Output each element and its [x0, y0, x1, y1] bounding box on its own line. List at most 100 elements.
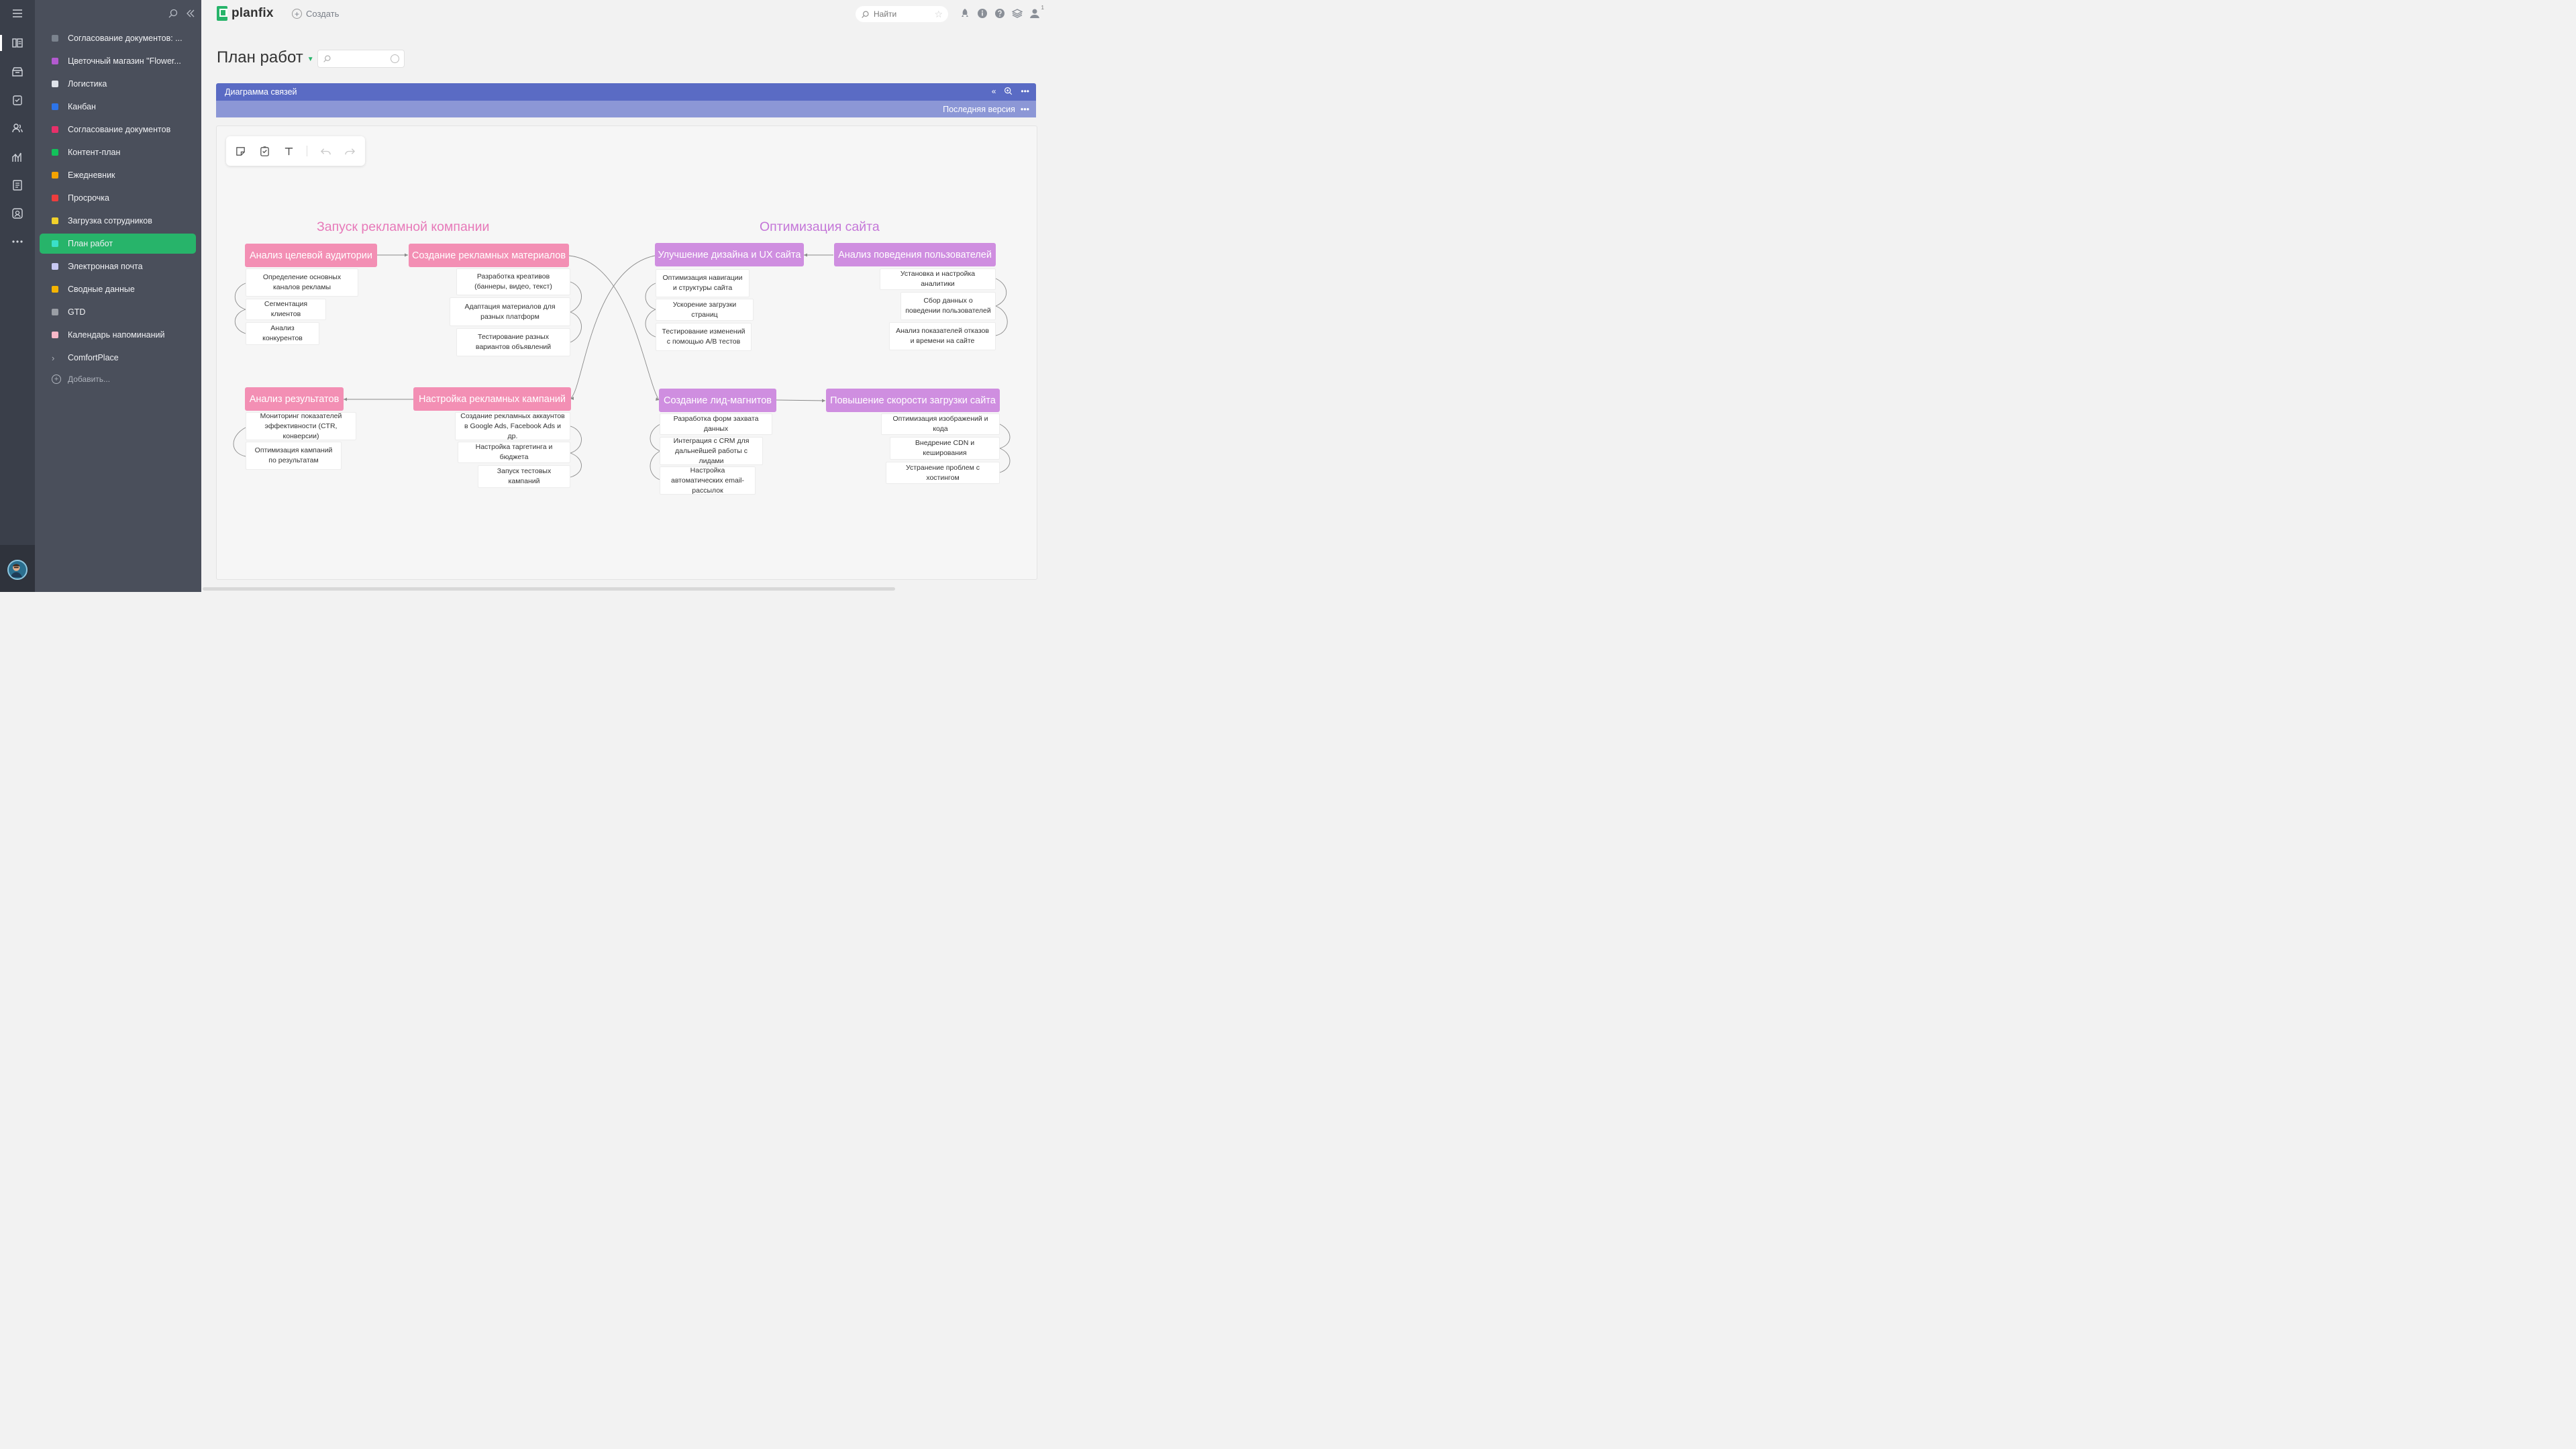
- documents-icon[interactable]: [11, 179, 24, 192]
- mindmap-canvas[interactable]: [216, 126, 1037, 580]
- inbox-icon[interactable]: [11, 65, 24, 79]
- sidebar-project[interactable]: Согласование документов: ...: [40, 28, 196, 48]
- mindmap-card[interactable]: Адаптация материалов для разных платформ: [450, 297, 570, 326]
- layers-icon[interactable]: [1011, 8, 1023, 19]
- rocket-icon[interactable]: [960, 8, 970, 19]
- mindmap-card[interactable]: Тестирование изменений с помощью A/B тес…: [656, 323, 752, 351]
- sidebar-project[interactable]: Согласование документов: [40, 119, 196, 140]
- mindmap-card[interactable]: Оптимизация кампаний по результатам: [246, 442, 342, 470]
- mindmap-node[interactable]: Улучшение дизайна и UX сайта: [655, 243, 804, 266]
- global-search-input[interactable]: Найти ☆: [856, 6, 948, 22]
- more-dots-icon[interactable]: •••: [1020, 104, 1029, 114]
- mindmap-card[interactable]: Тестирование разных вариантов объявлений: [456, 328, 570, 356]
- sidebar-project[interactable]: Канбан: [40, 97, 196, 117]
- chevron-right-icon: ›: [52, 352, 55, 363]
- mindmap-node[interactable]: Создание лид-магнитов: [659, 389, 776, 412]
- caret-down-icon[interactable]: ▼: [307, 55, 314, 63]
- undo-icon[interactable]: [319, 145, 331, 157]
- mindmap-card[interactable]: Разработка креативов (баннеры, видео, те…: [456, 268, 570, 295]
- sidebar-project-group[interactable]: ›ComfortPlace: [40, 348, 196, 368]
- mindmap-card[interactable]: Установка и настройка аналитики: [880, 268, 996, 290]
- mindmap-card[interactable]: Ускорение загрузки страниц: [656, 299, 754, 321]
- project-color-dot: [52, 126, 58, 133]
- project-label: Логистика: [68, 79, 107, 89]
- sidebar-project[interactable]: Ежедневник: [40, 165, 196, 185]
- mindmap-card[interactable]: Определение основных каналов рекламы: [246, 268, 358, 297]
- task-icon[interactable]: [258, 145, 270, 157]
- sidebar-project[interactable]: Загрузка сотрудников: [40, 211, 196, 231]
- sidebar-project[interactable]: GTD: [40, 302, 196, 322]
- mindmap-card[interactable]: Сегментация клиентов: [246, 299, 326, 320]
- create-button[interactable]: + Создать: [292, 9, 339, 19]
- search-icon[interactable]: [168, 8, 178, 22]
- version-dropdown[interactable]: Последняя версия: [943, 104, 1015, 114]
- help-icon[interactable]: [994, 8, 1005, 19]
- mindmap-node[interactable]: Анализ поведения пользователей: [834, 243, 996, 266]
- mindmap-card[interactable]: Оптимизация изображений и кода: [881, 413, 1000, 435]
- mindmap-node[interactable]: Настройка рекламных кампаний: [413, 387, 571, 411]
- user-icon[interactable]: 1: [1029, 5, 1044, 19]
- mindmap-card[interactable]: Оптимизация навигации и структуры сайта: [656, 269, 750, 297]
- mindmap-card[interactable]: Разработка форм захвата данных: [660, 413, 772, 435]
- diagram-version-bar: Последняя версия •••: [216, 101, 1036, 117]
- project-color-dot: [52, 309, 58, 315]
- redo-icon[interactable]: [344, 145, 356, 157]
- more-dots-icon[interactable]: •••: [1021, 87, 1029, 96]
- more-icon[interactable]: [11, 235, 24, 248]
- mindmap-card[interactable]: Мониторинг показателей эффективности (CT…: [246, 412, 356, 440]
- menu-icon[interactable]: [11, 7, 24, 20]
- mindmap-card[interactable]: Настройка автоматических email-рассылок: [660, 466, 756, 495]
- project-label: Контент-план: [68, 148, 121, 157]
- planfix-logo[interactable]: planfix: [217, 6, 274, 21]
- project-label: Сводные данные: [68, 285, 135, 294]
- horizontal-scrollbar[interactable]: [203, 587, 895, 591]
- star-icon[interactable]: ☆: [934, 8, 943, 19]
- project-label: Согласование документов: [68, 125, 171, 134]
- employees-icon[interactable]: [11, 207, 24, 220]
- sidebar-project-active[interactable]: План работ: [40, 234, 196, 254]
- info-icon[interactable]: [977, 8, 988, 19]
- mindmap-card[interactable]: Интеграция с CRM для дальнейшей работы с…: [660, 437, 763, 465]
- mindmap-card[interactable]: Создание рекламных аккаунтов в Google Ad…: [455, 412, 570, 440]
- mindmap-node[interactable]: Создание рекламных материалов: [409, 244, 569, 267]
- project-color-dot: [52, 332, 58, 338]
- user-avatar[interactable]: [7, 560, 28, 580]
- mindmap-card[interactable]: Запуск тестовых кампаний: [478, 465, 570, 488]
- mindmap-node[interactable]: Анализ результатов: [245, 387, 344, 411]
- mindmap-card[interactable]: Внедрение CDN и кеширования: [890, 437, 1000, 460]
- mindmap-card[interactable]: Анализ конкурентов: [246, 322, 319, 345]
- app-nav-rail: [0, 0, 35, 592]
- sidebar-project[interactable]: Календарь напоминаний: [40, 325, 196, 345]
- collapse-left-icon[interactable]: «: [991, 87, 996, 96]
- sticky-note-icon[interactable]: [234, 145, 246, 157]
- project-label: Согласование документов: ...: [68, 34, 183, 43]
- sidebar-project[interactable]: Сводные данные: [40, 279, 196, 299]
- mindmap-card[interactable]: Настройка таргетинга и бюджета: [458, 442, 570, 463]
- diagram-actions: « •••: [992, 87, 1029, 97]
- view-search-input[interactable]: [317, 50, 405, 68]
- mindmap-node[interactable]: Анализ целевой аудитории: [245, 244, 377, 267]
- project-label: GTD: [68, 307, 86, 317]
- sidebar-project[interactable]: Просрочка: [40, 188, 196, 208]
- projects-icon[interactable]: [11, 36, 24, 50]
- section-title-ads[interactable]: Запуск рекламной компании: [317, 219, 490, 234]
- zoom-icon[interactable]: [1004, 87, 1013, 97]
- tasks-icon[interactable]: [11, 93, 24, 107]
- mindmap-card[interactable]: Сбор данных о поведении пользователей: [900, 292, 996, 320]
- section-title-site[interactable]: Оптимизация сайта: [760, 219, 880, 234]
- collapse-icon[interactable]: [185, 8, 196, 22]
- sidebar-project[interactable]: Электронная почта: [40, 256, 196, 277]
- reports-icon[interactable]: [11, 150, 24, 164]
- add-project-button[interactable]: + Добавить...: [52, 374, 110, 384]
- mindmap-card[interactable]: Устранение проблем с хостингом: [886, 462, 1000, 484]
- mindmap-node[interactable]: Повышение скорости загрузки сайта: [826, 389, 1000, 412]
- sidebar-project[interactable]: Цветочный магазин "Flower...: [40, 51, 196, 71]
- text-icon[interactable]: [282, 145, 295, 157]
- sidebar-project[interactable]: Логистика: [40, 74, 196, 94]
- project-color-dot: [52, 172, 58, 179]
- contacts-icon[interactable]: [11, 121, 24, 135]
- filter-icon[interactable]: [391, 54, 399, 63]
- sidebar-project[interactable]: Контент-план: [40, 142, 196, 162]
- mindmap-card[interactable]: Анализ показателей отказов и времени на …: [889, 322, 996, 350]
- page-title[interactable]: План работ ▼: [217, 48, 314, 67]
